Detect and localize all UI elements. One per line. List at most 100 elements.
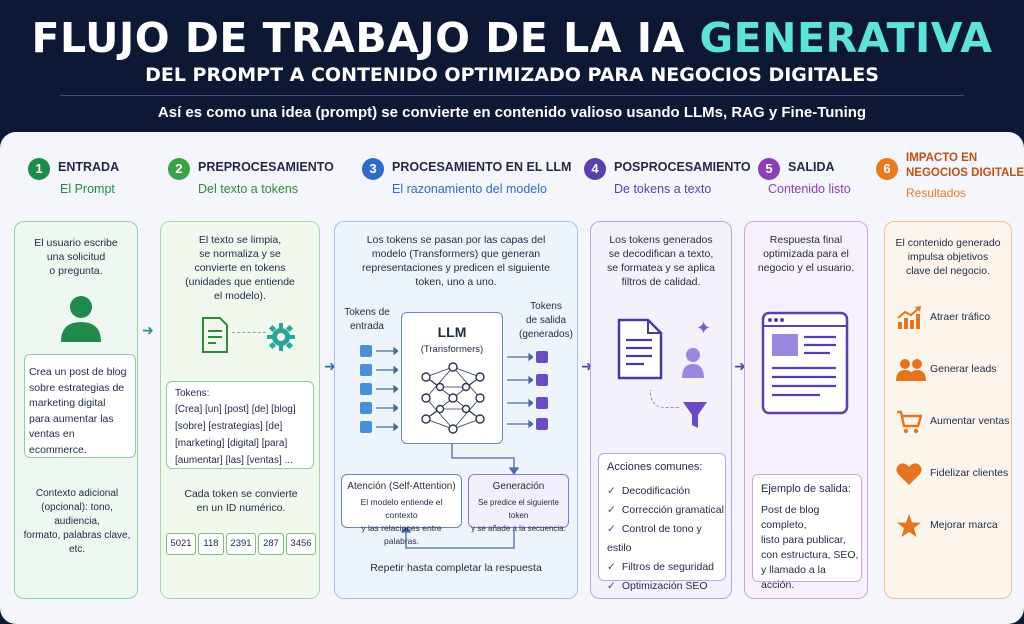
people-icon xyxy=(896,359,926,381)
impact-item: Aumentar ventas xyxy=(896,410,1016,434)
impact-label: Generar leads xyxy=(930,363,997,375)
actions-list: ✓Decodificación ✓Corrección gramatical ✓… xyxy=(607,482,725,596)
cart-icon xyxy=(897,410,922,434)
column-impacto xyxy=(884,221,1012,599)
tokens-list: [Crea] [un] [post] [de] [blog][sobre] [e… xyxy=(175,404,296,466)
output-example-box: Ejemplo de salida: Post de blog completo… xyxy=(752,474,862,591)
step-number: 1 xyxy=(28,158,50,180)
actions-box: Acciones comunes: ✓Decodificación ✓Corre… xyxy=(598,453,726,592)
arrow-right-icon: ➜ xyxy=(734,358,746,374)
input-token-square xyxy=(360,345,372,357)
check-icon: ✓ xyxy=(607,504,616,516)
step-1-header: 1 ENTRADA El Prompt xyxy=(28,156,148,204)
impact-label: Fidelizar clientes xyxy=(930,467,1009,479)
attention-title: Atención (Self-Attention) xyxy=(347,481,456,492)
step-subtitle: El Prompt xyxy=(60,182,115,196)
llm-subtitle: (Transformers) xyxy=(420,344,484,355)
impact-item: Atraer tráfico xyxy=(896,306,1016,330)
user-icon xyxy=(58,294,104,344)
check-icon: ✓ xyxy=(607,561,616,573)
star-icon xyxy=(897,514,921,537)
actions-title: Acciones comunes: xyxy=(607,461,703,473)
output-example-title: Ejemplo de salida: xyxy=(761,483,851,495)
generation-box: Generación Se predice el siguiente token… xyxy=(468,474,569,533)
neural-network-icon xyxy=(418,361,488,435)
llm-box: LLM (Transformers) xyxy=(401,312,503,444)
dashed-connector xyxy=(232,332,266,333)
page-title: FLUJO DE TRABAJO DE LA IA GENERATIVA xyxy=(0,14,1024,62)
list-item: ✓Decodificación xyxy=(607,485,691,497)
impact-item: Generar leads xyxy=(896,358,1016,382)
text-document-icon xyxy=(616,318,664,380)
token-id: 287 xyxy=(258,533,284,555)
llm-title: LLM xyxy=(437,324,467,340)
arrow-right-icon: ➜ xyxy=(142,322,154,338)
step-number: 6 xyxy=(876,158,898,180)
generation-title: Generación xyxy=(492,481,545,492)
step-title-line2: NEGOCIOS DIGITALES xyxy=(906,167,1024,179)
step-6-header: 6 IMPACTO EN NEGOCIOS DIGITALES Resultad… xyxy=(876,152,1024,208)
heart-icon xyxy=(896,463,922,485)
step-subtitle: El razonamiento del modelo xyxy=(392,182,547,196)
arrow-right-icon: ➜ xyxy=(324,358,336,374)
check-icon: ✓ xyxy=(607,523,616,535)
token-id: 5021 xyxy=(166,533,196,555)
step-subtitle: Contenido listo xyxy=(768,182,851,196)
step-title: SALIDA xyxy=(788,160,835,174)
input-token-square xyxy=(360,402,372,414)
title-accent: GENERATIVA xyxy=(699,14,993,62)
step-5-header: 5 SALIDA Contenido listo xyxy=(758,156,868,204)
ai-agent-icon xyxy=(680,346,706,380)
context-note: Contexto adicional(opcional): tono, audi… xyxy=(23,488,131,555)
chart-growth-icon xyxy=(897,306,921,329)
list-item: ✓Control de tono y estilo xyxy=(607,523,702,554)
impact-label: Atraer tráfico xyxy=(930,311,991,323)
step-number: 2 xyxy=(168,158,190,180)
step-title: PREPROCESAMIENTO xyxy=(198,160,334,174)
gear-icon xyxy=(266,322,296,352)
step-subtitle: Resultados xyxy=(906,186,967,200)
loop-connector xyxy=(400,444,520,556)
check-icon: ✓ xyxy=(607,580,616,592)
step-number: 3 xyxy=(362,158,384,180)
arrow-right-icon: ➜ xyxy=(581,358,593,374)
header: FLUJO DE TRABAJO DE LA IA GENERATIVA DEL… xyxy=(0,0,1024,132)
impact-label: Aumentar ventas xyxy=(930,415,1010,427)
output-token-square xyxy=(536,374,548,386)
token-id: 2391 xyxy=(226,533,256,555)
tokens-box: Tokens: [Crea] [un] [post] [de] [blog][s… xyxy=(166,381,314,469)
impact-label: Mejorar marca xyxy=(930,519,998,531)
step-4-header: 4 POSPROCESAMIENTO De tokens a texto xyxy=(584,156,751,204)
webpage-icon xyxy=(760,310,850,416)
step-title: ENTRADA xyxy=(58,160,120,174)
step-title-line1: IMPACTO EN xyxy=(906,152,978,164)
sparkle-icon: ✦ xyxy=(696,318,712,338)
output-token-square xyxy=(536,351,548,363)
token-id: 118 xyxy=(198,533,224,555)
tagline: Así es como una idea (prompt) se convier… xyxy=(157,104,867,121)
check-icon: ✓ xyxy=(607,485,616,497)
list-item: ✓Optimización SEO xyxy=(607,580,708,592)
input-arrows xyxy=(374,345,399,435)
repeat-caption: Repetir hasta completar la respuesta xyxy=(370,562,542,574)
divider xyxy=(60,95,964,96)
step-number: 4 xyxy=(584,158,606,180)
step-3-header: 3 PROCESAMIENTO EN EL LLM El razonamient… xyxy=(362,156,572,204)
funnel-icon xyxy=(682,400,708,430)
list-item: ✓Filtros de seguridad xyxy=(607,561,715,573)
token-id: 3456 xyxy=(286,533,316,555)
output-example-text: Post de blog completo,listo para publica… xyxy=(761,504,859,591)
step-2-header: 2 PREPROCESAMIENTO Del texto a tokens xyxy=(168,156,334,204)
step-title: PROCESAMIENTO EN EL LLM xyxy=(392,160,572,174)
